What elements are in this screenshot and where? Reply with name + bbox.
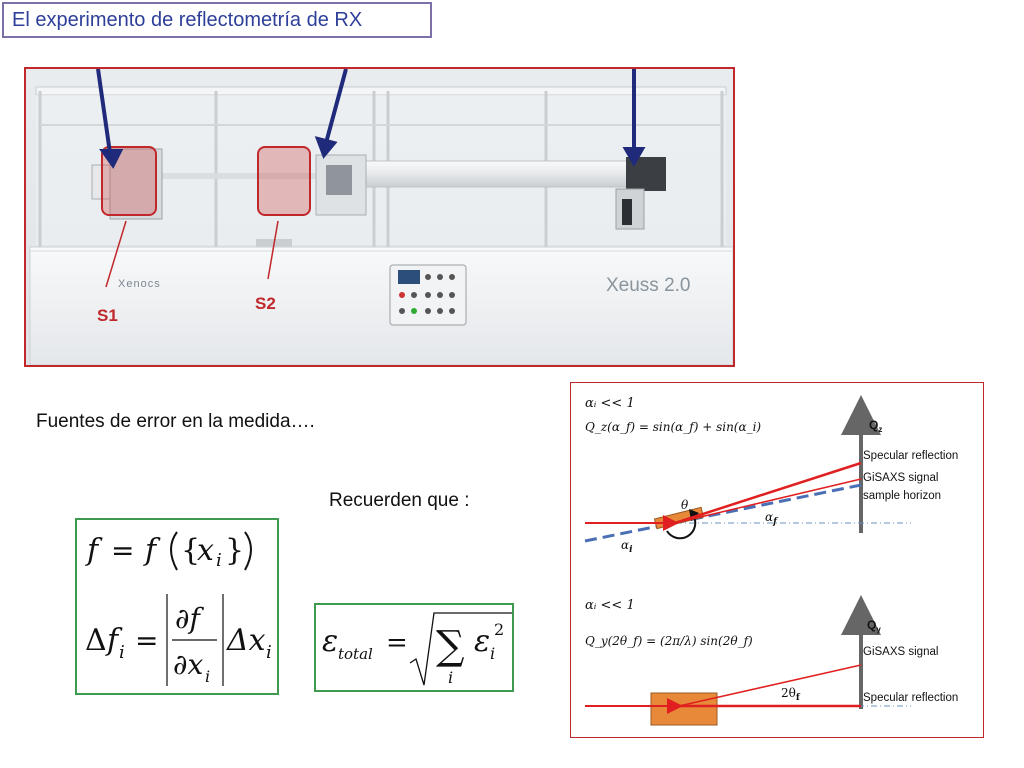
eq-eps-i: ε — [474, 624, 490, 659]
eq-sum-sub: i — [448, 668, 453, 687]
arrow-s1 — [96, 69, 112, 154]
eq-f-rhs: f — [143, 533, 161, 568]
top-specular-beam — [674, 461, 862, 525]
eq-eps-i-sub: i — [490, 644, 495, 663]
bottom-formula: Q_y(2θ_f) = (2π/λ) sin(2θ_f) — [585, 634, 753, 648]
eq-equals-2: = — [135, 624, 158, 657]
bottom-condition: αᵢ << 1 — [585, 598, 635, 613]
alpha-f-label: αf — [765, 510, 779, 527]
alpha-i-label: αi — [621, 538, 633, 555]
eq-partial-num: ∂f — [175, 602, 204, 635]
theta-label: θ — [681, 498, 689, 512]
sample-horizon-line — [584, 483, 862, 543]
bottom-specular-label: Specular reflection — [863, 692, 958, 704]
eq-equals-1: = — [111, 534, 134, 567]
bottom-gisaxs-beam — [678, 664, 862, 707]
error-sources-text: Fuentes de error en la medida…. — [36, 411, 315, 432]
eq-eps-total-sub: total — [338, 645, 373, 663]
rotation-arrow — [666, 514, 697, 540]
s2-highlight — [257, 146, 311, 216]
eq-rbrace: } — [225, 533, 244, 568]
two-theta-label: 2θf — [781, 686, 801, 703]
s2-label: S2 — [255, 294, 276, 313]
top-gisaxs-beam — [674, 478, 862, 524]
recall-text: Recuerden que : — [329, 490, 470, 511]
eq-dx-sub: i — [266, 642, 272, 663]
bottom-sample — [650, 692, 718, 726]
top-gisaxs-label: GiSAXS signal — [863, 472, 938, 484]
eq-equals-3: = — [386, 628, 408, 658]
eq-x: x — [197, 533, 214, 568]
top-condition: αᵢ << 1 — [585, 396, 635, 411]
s1-label: S1 — [97, 306, 118, 325]
scattering-geometry-diagram: αᵢ << 1 Q_z(α_f) = sin(α_f) + sin(α_i) Q… — [570, 382, 984, 738]
qy-label: Qy — [867, 618, 881, 634]
instrument-illustration: Xenocs Xeuss 2.0 S1 S2 — [26, 69, 733, 365]
qz-label: Qz — [869, 418, 882, 434]
instrument-photo: Xenocs Xeuss 2.0 S1 S2 — [24, 67, 735, 367]
eq-partial-den-sub: i — [205, 667, 210, 686]
eq-eps-i-sup: 2 — [494, 620, 504, 639]
eq-sum: ∑ — [436, 623, 465, 669]
bottom-gisaxs-label: GiSAXS signal — [863, 646, 938, 658]
top-horizon-label: sample horizon — [863, 490, 941, 502]
eq-x-sub: i — [216, 550, 222, 571]
eq-partial-den: ∂x — [173, 648, 203, 681]
xeuss-logo: Xeuss 2.0 — [606, 275, 691, 296]
error-propagation-equations: f = f { x i } Δ f i = ∂f ∂x i Δx i — [75, 518, 279, 695]
top-specular-label: Specular reflection — [863, 450, 958, 462]
eq-delta-lhs: Δ — [85, 623, 107, 658]
sqrt-sign — [409, 612, 512, 686]
eq-delta-f-sub: i — [119, 642, 125, 663]
arrow-s2 — [324, 69, 348, 144]
s2-pointer — [267, 220, 279, 280]
xenocs-logo: Xenocs — [118, 278, 161, 290]
eq-dx: Δx — [226, 623, 266, 658]
eq-eps-total: ε — [322, 624, 338, 659]
slide-title: El experimento de reflectometría de RX — [2, 2, 432, 38]
eq-f-lhs: f — [85, 533, 103, 568]
s1-pointer — [105, 220, 127, 288]
total-error-equation: ε total = ∑ i ε i 2 — [314, 603, 514, 692]
eq-lbrace: { — [181, 533, 200, 568]
top-formula: Q_z(α_f) = sin(α_f) + sin(α_i) — [585, 420, 761, 434]
